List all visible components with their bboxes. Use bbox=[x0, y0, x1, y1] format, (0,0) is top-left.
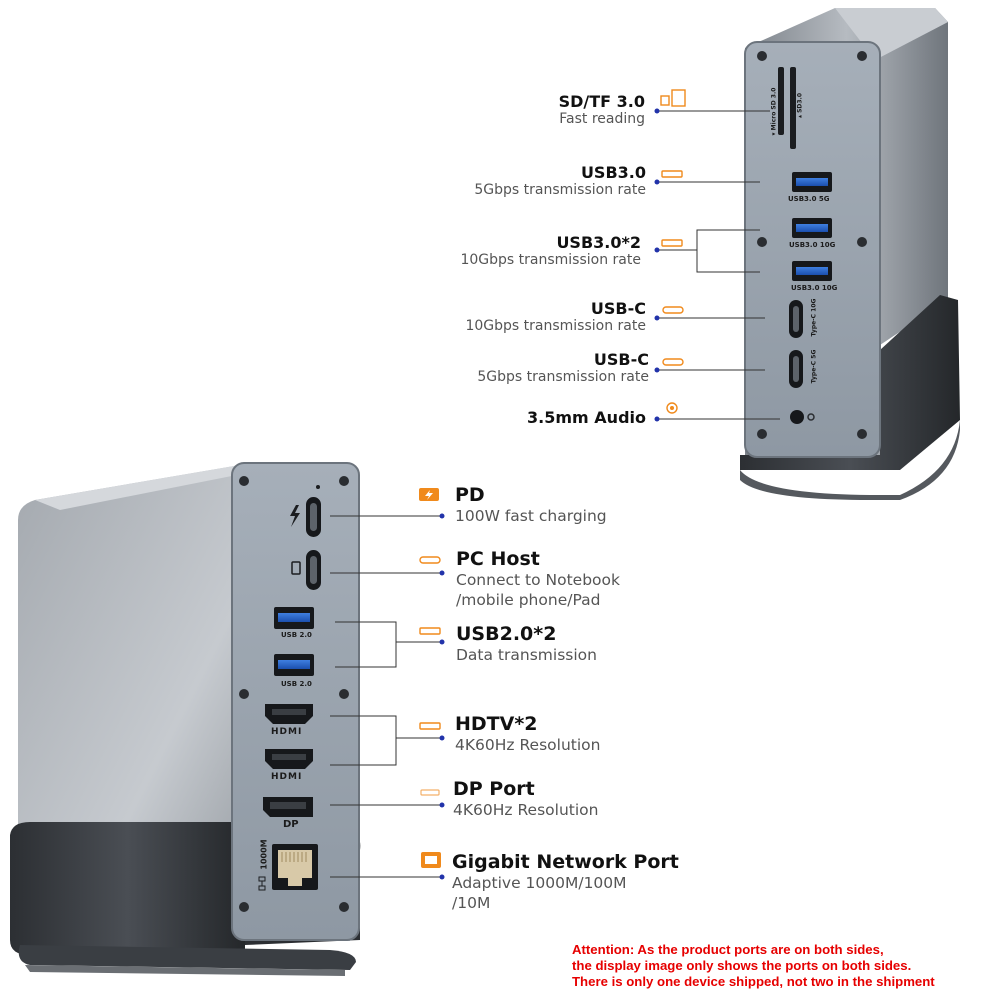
silk-dp: DP bbox=[283, 819, 299, 830]
label-desc-2: /mobile phone/Pad bbox=[456, 591, 601, 609]
top-leader-dots bbox=[654, 108, 660, 422]
label-gigabit: Gigabit Network Port Adaptive 1000M/100M… bbox=[452, 851, 679, 913]
label-desc: 4K60Hz Resolution bbox=[455, 736, 601, 754]
label-desc-2: /10M bbox=[452, 894, 491, 912]
usb2-port-a bbox=[274, 607, 314, 629]
usb3-port-5g bbox=[792, 172, 832, 192]
bottom-leader-lines bbox=[330, 515, 442, 878]
attention-line-1: Attention: As the product ports are on b… bbox=[572, 942, 884, 957]
usb-c-icon bbox=[662, 306, 684, 314]
label-sd-tf: SD/TF 3.0 Fast reading bbox=[470, 92, 645, 127]
laptop-icon bbox=[291, 561, 301, 575]
bottom-label-icons bbox=[419, 488, 441, 868]
label-title: DP Port bbox=[453, 778, 535, 800]
silk-usb20-a: USB 2.0 bbox=[281, 631, 312, 639]
label-usbc-5g: USB-C 5Gbps transmission rate bbox=[420, 350, 649, 385]
top-dock-device bbox=[740, 8, 960, 500]
sd-card-icon-b bbox=[671, 89, 686, 107]
label-desc: 10Gbps transmission rate bbox=[460, 252, 641, 268]
label-pd: PD 100W fast charging bbox=[455, 484, 607, 526]
silk-usb-5g: USB3.0 5G bbox=[788, 195, 830, 203]
silk-sd: ▴ SD3.0 bbox=[796, 92, 804, 119]
network-icon bbox=[258, 876, 266, 891]
bottom-leader-dots bbox=[439, 513, 445, 880]
label-desc: 5Gbps transmission rate bbox=[477, 369, 649, 385]
label-title: PD bbox=[455, 484, 485, 506]
silk-usb-10g-a: USB3.0 10G bbox=[789, 241, 836, 249]
micro-sd-slot bbox=[778, 67, 784, 135]
top-label-icons bbox=[660, 89, 686, 414]
label-title: USB3.0*2 bbox=[556, 233, 641, 252]
silk-hdmi-b: HDMI bbox=[271, 772, 303, 782]
attention-line-2: the display image only shows the ports o… bbox=[572, 958, 912, 973]
label-title: USB2.0*2 bbox=[456, 623, 557, 645]
label-audio: 3.5mm Audio bbox=[440, 408, 646, 427]
usb-c-icon-c bbox=[419, 556, 441, 564]
usb-a-icon bbox=[661, 170, 683, 178]
attention-line-3: There is only one device shipped, not tw… bbox=[572, 974, 935, 989]
usb3-port-10g-a bbox=[792, 218, 832, 238]
silk-lan: 1000M bbox=[259, 839, 269, 870]
label-title: PC Host bbox=[456, 548, 540, 570]
label-desc: 100W fast charging bbox=[455, 507, 607, 525]
silk-usb-10g-b: USB3.0 10G bbox=[791, 284, 838, 292]
label-title: 3.5mm Audio bbox=[527, 408, 646, 427]
label-pc-host: PC Host Connect to Notebook /mobile phon… bbox=[456, 548, 620, 610]
label-desc: Fast reading bbox=[559, 111, 645, 127]
label-title: Gigabit Network Port bbox=[452, 851, 679, 873]
hdmi-icon bbox=[419, 722, 441, 730]
label-title: USB-C bbox=[590, 299, 646, 318]
label-desc: 10Gbps transmission rate bbox=[465, 318, 646, 334]
label-title: USB3.0 bbox=[580, 163, 646, 182]
sd-card-icon bbox=[660, 95, 670, 106]
top-leader-lines bbox=[657, 110, 780, 420]
label-dp: DP Port 4K60Hz Resolution bbox=[453, 778, 598, 820]
label-title: SD/TF 3.0 bbox=[558, 92, 645, 111]
label-desc: 4K60Hz Resolution bbox=[453, 801, 599, 819]
usb-a-icon-c bbox=[419, 627, 441, 635]
sd-slot bbox=[790, 67, 796, 149]
label-hdtv: HDTV*2 4K60Hz Resolution bbox=[455, 713, 600, 755]
silk-typec-5g: Type-C 5G bbox=[810, 349, 818, 384]
attention-note: Attention: As the product ports are on b… bbox=[572, 942, 992, 990]
usb-c-icon-b bbox=[662, 358, 684, 366]
audio-icon bbox=[666, 402, 678, 414]
label-desc: Adaptive 1000M/100M bbox=[452, 874, 627, 892]
label-usb3: USB3.0 5Gbps transmission rate bbox=[430, 163, 646, 198]
label-desc: Data transmission bbox=[456, 646, 597, 664]
bottom-dock-device bbox=[10, 462, 361, 976]
dp-icon bbox=[420, 789, 440, 796]
label-usbc-10g: USB-C 10Gbps transmission rate bbox=[420, 299, 646, 334]
label-title: HDTV*2 bbox=[455, 713, 538, 735]
label-desc: 5Gbps transmission rate bbox=[474, 182, 646, 198]
audio-jack bbox=[790, 410, 804, 424]
label-title: USB-C bbox=[593, 350, 649, 369]
silk-typec-10g: Type-C 10G bbox=[810, 298, 818, 337]
usb-a-icon-b bbox=[661, 239, 683, 247]
lightning-icon bbox=[290, 505, 300, 527]
label-desc: Connect to Notebook bbox=[456, 571, 620, 589]
usb3-port-10g-b bbox=[792, 261, 832, 281]
silk-usb20-b: USB 2.0 bbox=[281, 680, 312, 688]
label-usb3x2: USB3.0*2 10Gbps transmission rate bbox=[420, 233, 641, 268]
usb2-port-b bbox=[274, 654, 314, 676]
label-usb2x2: USB2.0*2 Data transmission bbox=[456, 623, 597, 665]
silk-hdmi-a: HDMI bbox=[271, 727, 303, 737]
silk-micro-sd: ▾ Micro SD 3.0 bbox=[770, 87, 778, 136]
